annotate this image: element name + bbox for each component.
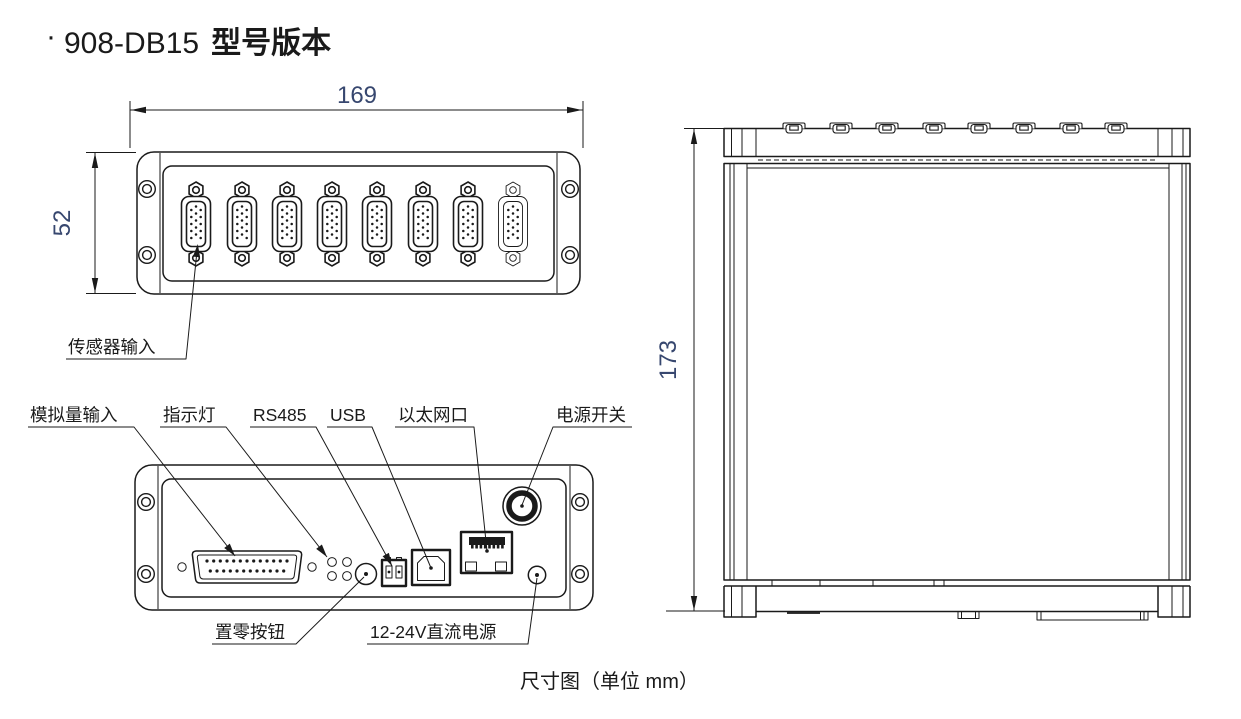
front-face-plate <box>162 165 555 282</box>
led-indicators <box>327 557 352 581</box>
indicator-arrow <box>316 544 327 557</box>
width-dimension: 169 <box>129 82 584 148</box>
top-flange <box>723 127 1191 158</box>
usb-leader-dot <box>429 566 433 570</box>
power-switch-label: 电源开关 <box>556 405 626 425</box>
bottom-flange <box>723 580 1191 621</box>
rs485-label: RS485 <box>253 405 307 425</box>
drawing-caption: 尺寸图（单位 mm） <box>520 670 699 693</box>
analog-input-leader <box>28 426 236 557</box>
title-model: 908-DB15 <box>64 27 199 60</box>
analog-input-label: 模拟量输入 <box>30 405 118 425</box>
connector-bump <box>829 122 853 134</box>
connector-bump <box>967 122 991 134</box>
corner-screw <box>571 493 589 511</box>
flange-block-lines <box>731 128 1184 157</box>
rear-face-plate <box>161 478 567 598</box>
corner-screw <box>137 245 157 264</box>
db15-connector-blank <box>498 181 528 267</box>
title-suffix: 型号版本 <box>211 27 331 60</box>
corner-screw <box>561 179 579 199</box>
db15-connector <box>316 181 348 267</box>
flange-ticks <box>771 580 945 586</box>
title-bullet: · <box>46 20 56 53</box>
connector-bump <box>875 122 899 134</box>
top-view: 173 <box>655 122 1191 621</box>
height-dim-text: 52 <box>49 210 76 237</box>
dim-arrow-bottom <box>91 278 99 293</box>
depth-dimension: 173 <box>655 128 725 612</box>
width-dim-text: 169 <box>337 82 377 109</box>
db25-connector <box>177 550 317 584</box>
rs485-terminal <box>380 557 408 588</box>
dim-arrow-bottom <box>690 596 698 611</box>
indicator-leader <box>160 426 328 558</box>
corner-screw <box>561 245 579 264</box>
rs485-leader <box>250 426 393 567</box>
front-enclosure-outline <box>136 151 581 295</box>
db25-screw-hole <box>307 562 317 572</box>
usb-label: USB <box>330 405 366 425</box>
rear-enclosure-outline <box>134 464 594 611</box>
connector-bump <box>1012 122 1036 134</box>
db15-connector <box>271 181 303 267</box>
rear-view: 模拟量输入 指示灯 RS485 USB 以太网口 电源开关 置零按钮 12-24… <box>28 405 632 645</box>
power-switch <box>502 486 542 526</box>
dc-power-leader <box>367 577 538 645</box>
drawing-root: · 908-DB15 型号版本 169 52 <box>28 20 1191 693</box>
dc-jack <box>527 565 547 585</box>
dim-arrow-top <box>690 129 698 144</box>
db25-pins <box>205 559 289 573</box>
connector-bump <box>1059 122 1083 134</box>
usb-b-port <box>410 548 452 587</box>
ethernet-label: 以太网口 <box>398 405 468 425</box>
ethernet-leader <box>395 426 488 552</box>
height-dimension: 52 <box>49 152 136 294</box>
corner-screw <box>571 565 589 583</box>
top-body <box>723 162 1191 581</box>
db15-connector <box>226 181 258 267</box>
bottom-tab <box>957 611 980 619</box>
left-rail-lines <box>729 163 748 580</box>
analog-input-arrow <box>224 543 235 556</box>
dim-arrow-left <box>131 106 146 114</box>
zero-button-label: 置零按钮 <box>215 622 285 642</box>
sensor-input-label: 传感器输入 <box>68 337 156 357</box>
ethernet-leader-dot <box>485 549 489 553</box>
rear-endcap-joints <box>157 466 571 609</box>
dc-power-label: 12-24V直流电源 <box>370 622 496 642</box>
connector-bump <box>782 122 806 134</box>
depth-dim-text: 173 <box>655 340 682 380</box>
rj45-port <box>459 530 514 575</box>
dim-arrow-top <box>91 153 99 168</box>
corner-screw <box>137 179 157 199</box>
usb-leader <box>327 426 432 569</box>
sensor-input-leader <box>66 245 198 360</box>
rs485-arrow <box>382 552 392 566</box>
connector-bump <box>922 122 946 134</box>
bottom-slot <box>1036 611 1149 621</box>
front-view: 169 52 传感器输入 <box>49 82 584 360</box>
db25-screw-hole <box>177 562 187 572</box>
dim-arrow-right <box>567 106 582 114</box>
sensor-input-arrow <box>192 244 201 258</box>
connector-bump <box>1104 122 1128 134</box>
zero-button <box>354 562 378 586</box>
front-endcap-joints <box>159 153 558 293</box>
corner-screw <box>136 565 156 583</box>
db15-connector <box>407 181 439 267</box>
power-switch-leader <box>521 426 632 506</box>
indicator-light-label: 指示灯 <box>163 405 216 425</box>
zero-button-leader <box>212 576 365 645</box>
rj45-contacts <box>471 545 504 549</box>
page-title: 908-DB15 型号版本 <box>64 27 331 60</box>
right-rail-lines <box>1168 163 1187 580</box>
db15-connector <box>361 181 393 267</box>
corner-screw <box>136 493 156 511</box>
db15-connector <box>452 181 484 267</box>
